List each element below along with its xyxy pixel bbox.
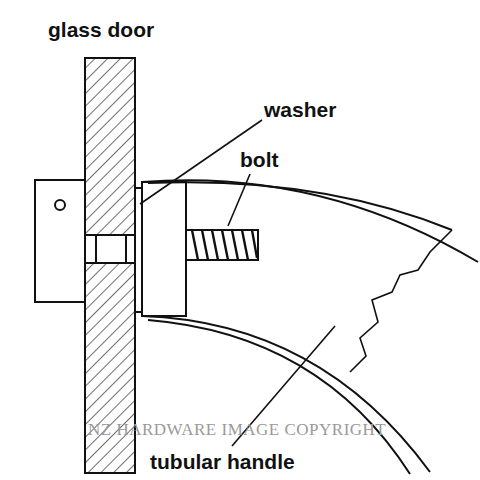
- grub-screw-hole: [55, 200, 65, 210]
- leader-line: [228, 174, 250, 226]
- watermark: NZ HARDWARE IMAGE COPYRIGHT: [88, 421, 386, 440]
- bolt-shank: [82, 235, 140, 263]
- handle-rose: [142, 182, 186, 316]
- glass-panel: [85, 263, 135, 473]
- handle-outline: [142, 180, 478, 262]
- back-fixing: [35, 180, 85, 302]
- bolt: [186, 230, 258, 260]
- glass-panel: [85, 58, 135, 235]
- part-label: tubular handle: [150, 450, 295, 473]
- part-label: bolt: [240, 148, 278, 171]
- washer: [135, 188, 142, 312]
- handle-outline: [142, 316, 430, 472]
- part-label: glass door: [48, 18, 154, 41]
- part-label: washer: [264, 98, 336, 121]
